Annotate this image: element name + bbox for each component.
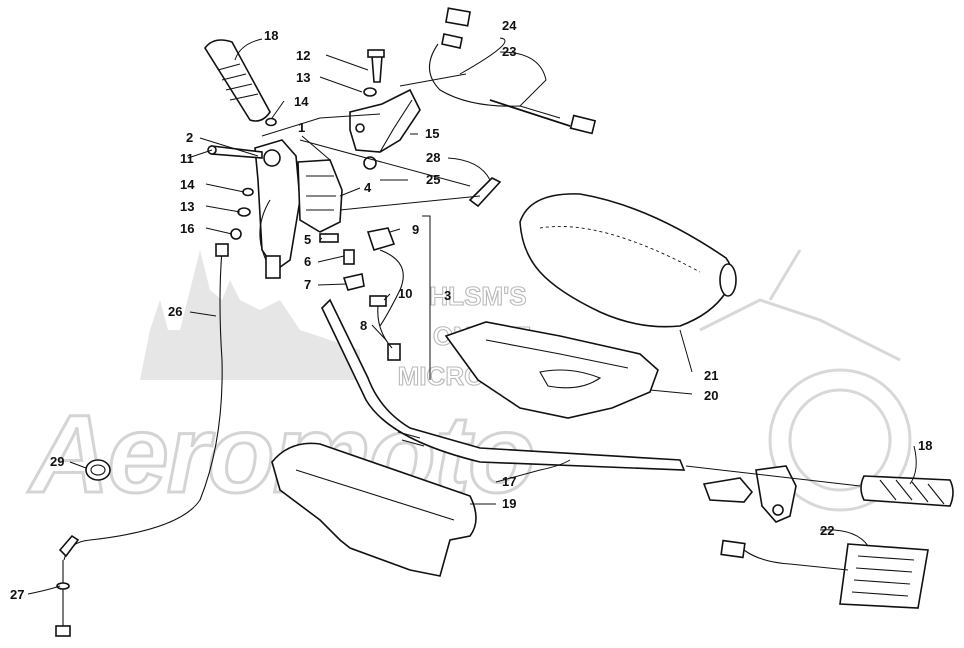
callout-22: 22 (820, 523, 834, 538)
callout-24: 24 (502, 18, 517, 33)
part-cable-end-27 (55, 560, 71, 637)
callout-10: 10 (398, 286, 412, 301)
part-heater-22 (720, 539, 929, 609)
callout-13-bottom: 13 (180, 199, 194, 214)
callout-26: 26 (168, 304, 182, 319)
callout-7: 7 (304, 277, 311, 292)
part-wire-8 (377, 305, 393, 349)
callout-14-bottom: 14 (180, 177, 195, 192)
callout-11: 11 (180, 151, 194, 166)
callout-20: 20 (704, 388, 718, 403)
part-screw-11 (207, 145, 263, 159)
part-cable-26 (58, 243, 229, 561)
part-nut-16 (230, 228, 242, 240)
part-clamp-15 (349, 88, 421, 153)
callout-16: 16 (180, 221, 194, 236)
callout-5: 5 (304, 232, 311, 247)
callout-27: 27 (10, 587, 24, 602)
part-lockwasher-14-bottom (242, 187, 254, 197)
part-pin-28 (468, 177, 502, 208)
callout-15: 15 (425, 126, 439, 141)
callout-29: 29 (50, 454, 64, 469)
part-cable-23 (428, 33, 597, 135)
part-connector-8 (387, 343, 401, 361)
callout-2: 2 (186, 130, 193, 145)
callout-6: 6 (304, 254, 311, 269)
callout-19: 19 (502, 496, 516, 511)
callout-1: 1 (298, 120, 305, 135)
part-throttle-housing (254, 139, 343, 272)
part-grip-right (860, 475, 954, 507)
callout-14-top: 14 (294, 94, 309, 109)
callout-23: 23 (502, 44, 516, 59)
part-switch-9 (366, 227, 404, 327)
callout-9: 9 (412, 222, 419, 237)
part-connector-left (265, 255, 281, 279)
callout-3: 3 (444, 288, 451, 303)
watermark-city-silhouette (140, 250, 360, 380)
callout-4: 4 (364, 180, 372, 195)
part-pad-cover-21 (519, 193, 737, 328)
part-7 (342, 273, 365, 291)
part-10 (369, 295, 387, 307)
callout-8: 8 (360, 318, 367, 333)
callout-13-top: 13 (296, 70, 310, 85)
callout-18-right-grip: 18 (918, 438, 932, 453)
part-5 (319, 233, 339, 243)
part-handlebar-17 (321, 298, 686, 471)
callout-25: 25 (426, 172, 440, 187)
callout-28: 28 (426, 150, 440, 165)
callout-21: 21 (704, 368, 718, 383)
callout-17: 17 (502, 474, 516, 489)
part-6 (343, 249, 355, 265)
part-clip-29 (85, 459, 111, 481)
bracket-3 (422, 215, 431, 380)
part-pad-base-20 (444, 321, 659, 419)
part-lockwasher-14-top (265, 117, 277, 127)
part-grip-left (204, 39, 271, 122)
part-pad-24 (445, 7, 471, 27)
part-pad-19 (271, 442, 477, 577)
callout-labels: 18 12 13 14 1 2 11 14 13 16 24 23 15 28 … (10, 18, 932, 602)
leader-lines (27, 37, 917, 595)
watermark-motorcycle-silhouette (699, 249, 912, 512)
part-throttle-right (702, 465, 797, 523)
watermark-line-1: HLSM'S (429, 281, 526, 311)
part-bolt-12 (367, 49, 385, 83)
callout-18-left-grip: 18 (264, 28, 278, 43)
part-washer-13-top (363, 87, 377, 97)
callout-12: 12 (296, 48, 310, 63)
